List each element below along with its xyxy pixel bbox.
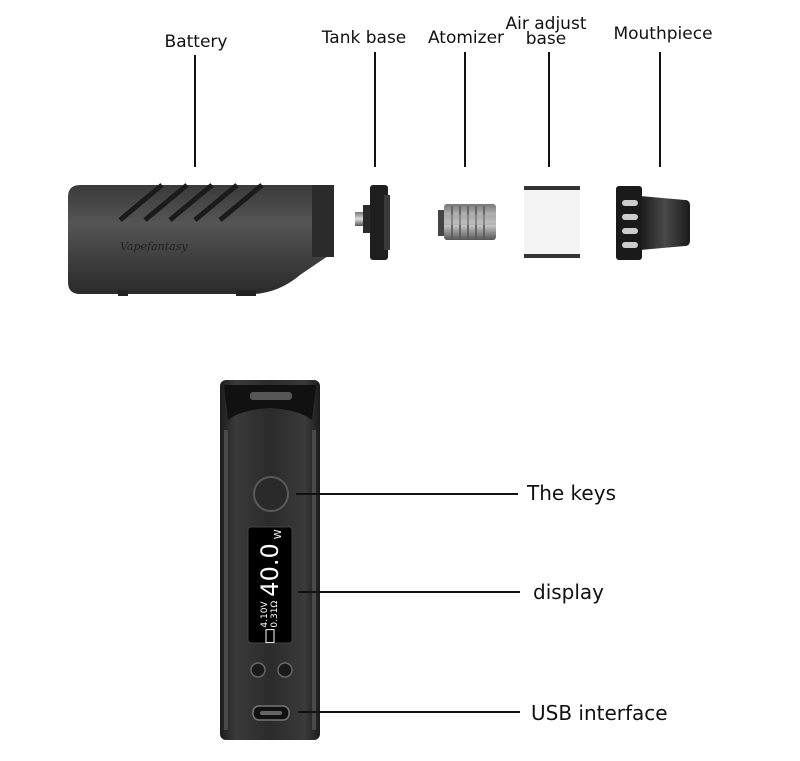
air-adjust-line2: base bbox=[525, 29, 567, 49]
exploded-parts: Vapefantasy bbox=[68, 183, 690, 296]
air-adjust-leader bbox=[548, 52, 550, 167]
tank-base-label: Tank base bbox=[321, 28, 407, 48]
tank-base-part bbox=[355, 185, 390, 260]
battery-body bbox=[68, 183, 334, 296]
screen-voltage: 4.10V bbox=[260, 601, 270, 628]
air-adjust-base-label: Air adjust base bbox=[505, 14, 587, 49]
usb-label: USB interface bbox=[531, 701, 668, 725]
battery-icon bbox=[265, 629, 275, 643]
screen-unit: W bbox=[273, 529, 284, 540]
up-button bbox=[277, 662, 293, 678]
air-adjust-base-part bbox=[524, 186, 580, 258]
air-adjust-line1: Air adjust bbox=[505, 14, 587, 34]
display-leader bbox=[298, 591, 520, 593]
usb-leader bbox=[298, 711, 520, 713]
brand-logo: Vapefantasy bbox=[120, 240, 188, 253]
fire-key bbox=[253, 476, 289, 512]
atomizer-part bbox=[438, 204, 496, 240]
mouthpiece-part bbox=[616, 186, 690, 260]
display-label: display bbox=[533, 580, 605, 604]
screen: 4.10V 0.31Ω 40.0 W bbox=[248, 527, 292, 643]
tank-base-leader bbox=[374, 52, 376, 167]
battery-leader bbox=[194, 55, 196, 167]
down-button bbox=[250, 662, 266, 678]
mouthpiece-label: Mouthpiece bbox=[613, 24, 713, 44]
screen-wattage: 40.0 bbox=[256, 543, 284, 597]
atomizer-label: Atomizer bbox=[427, 28, 505, 48]
keys-leader bbox=[296, 493, 518, 495]
keys-label: The keys bbox=[527, 481, 616, 505]
screen-resistance: 0.31Ω bbox=[270, 600, 280, 628]
mouthpiece-leader bbox=[659, 52, 661, 167]
usb-port bbox=[252, 705, 290, 721]
battery-label: Battery bbox=[164, 32, 228, 52]
atomizer-leader bbox=[464, 52, 466, 167]
